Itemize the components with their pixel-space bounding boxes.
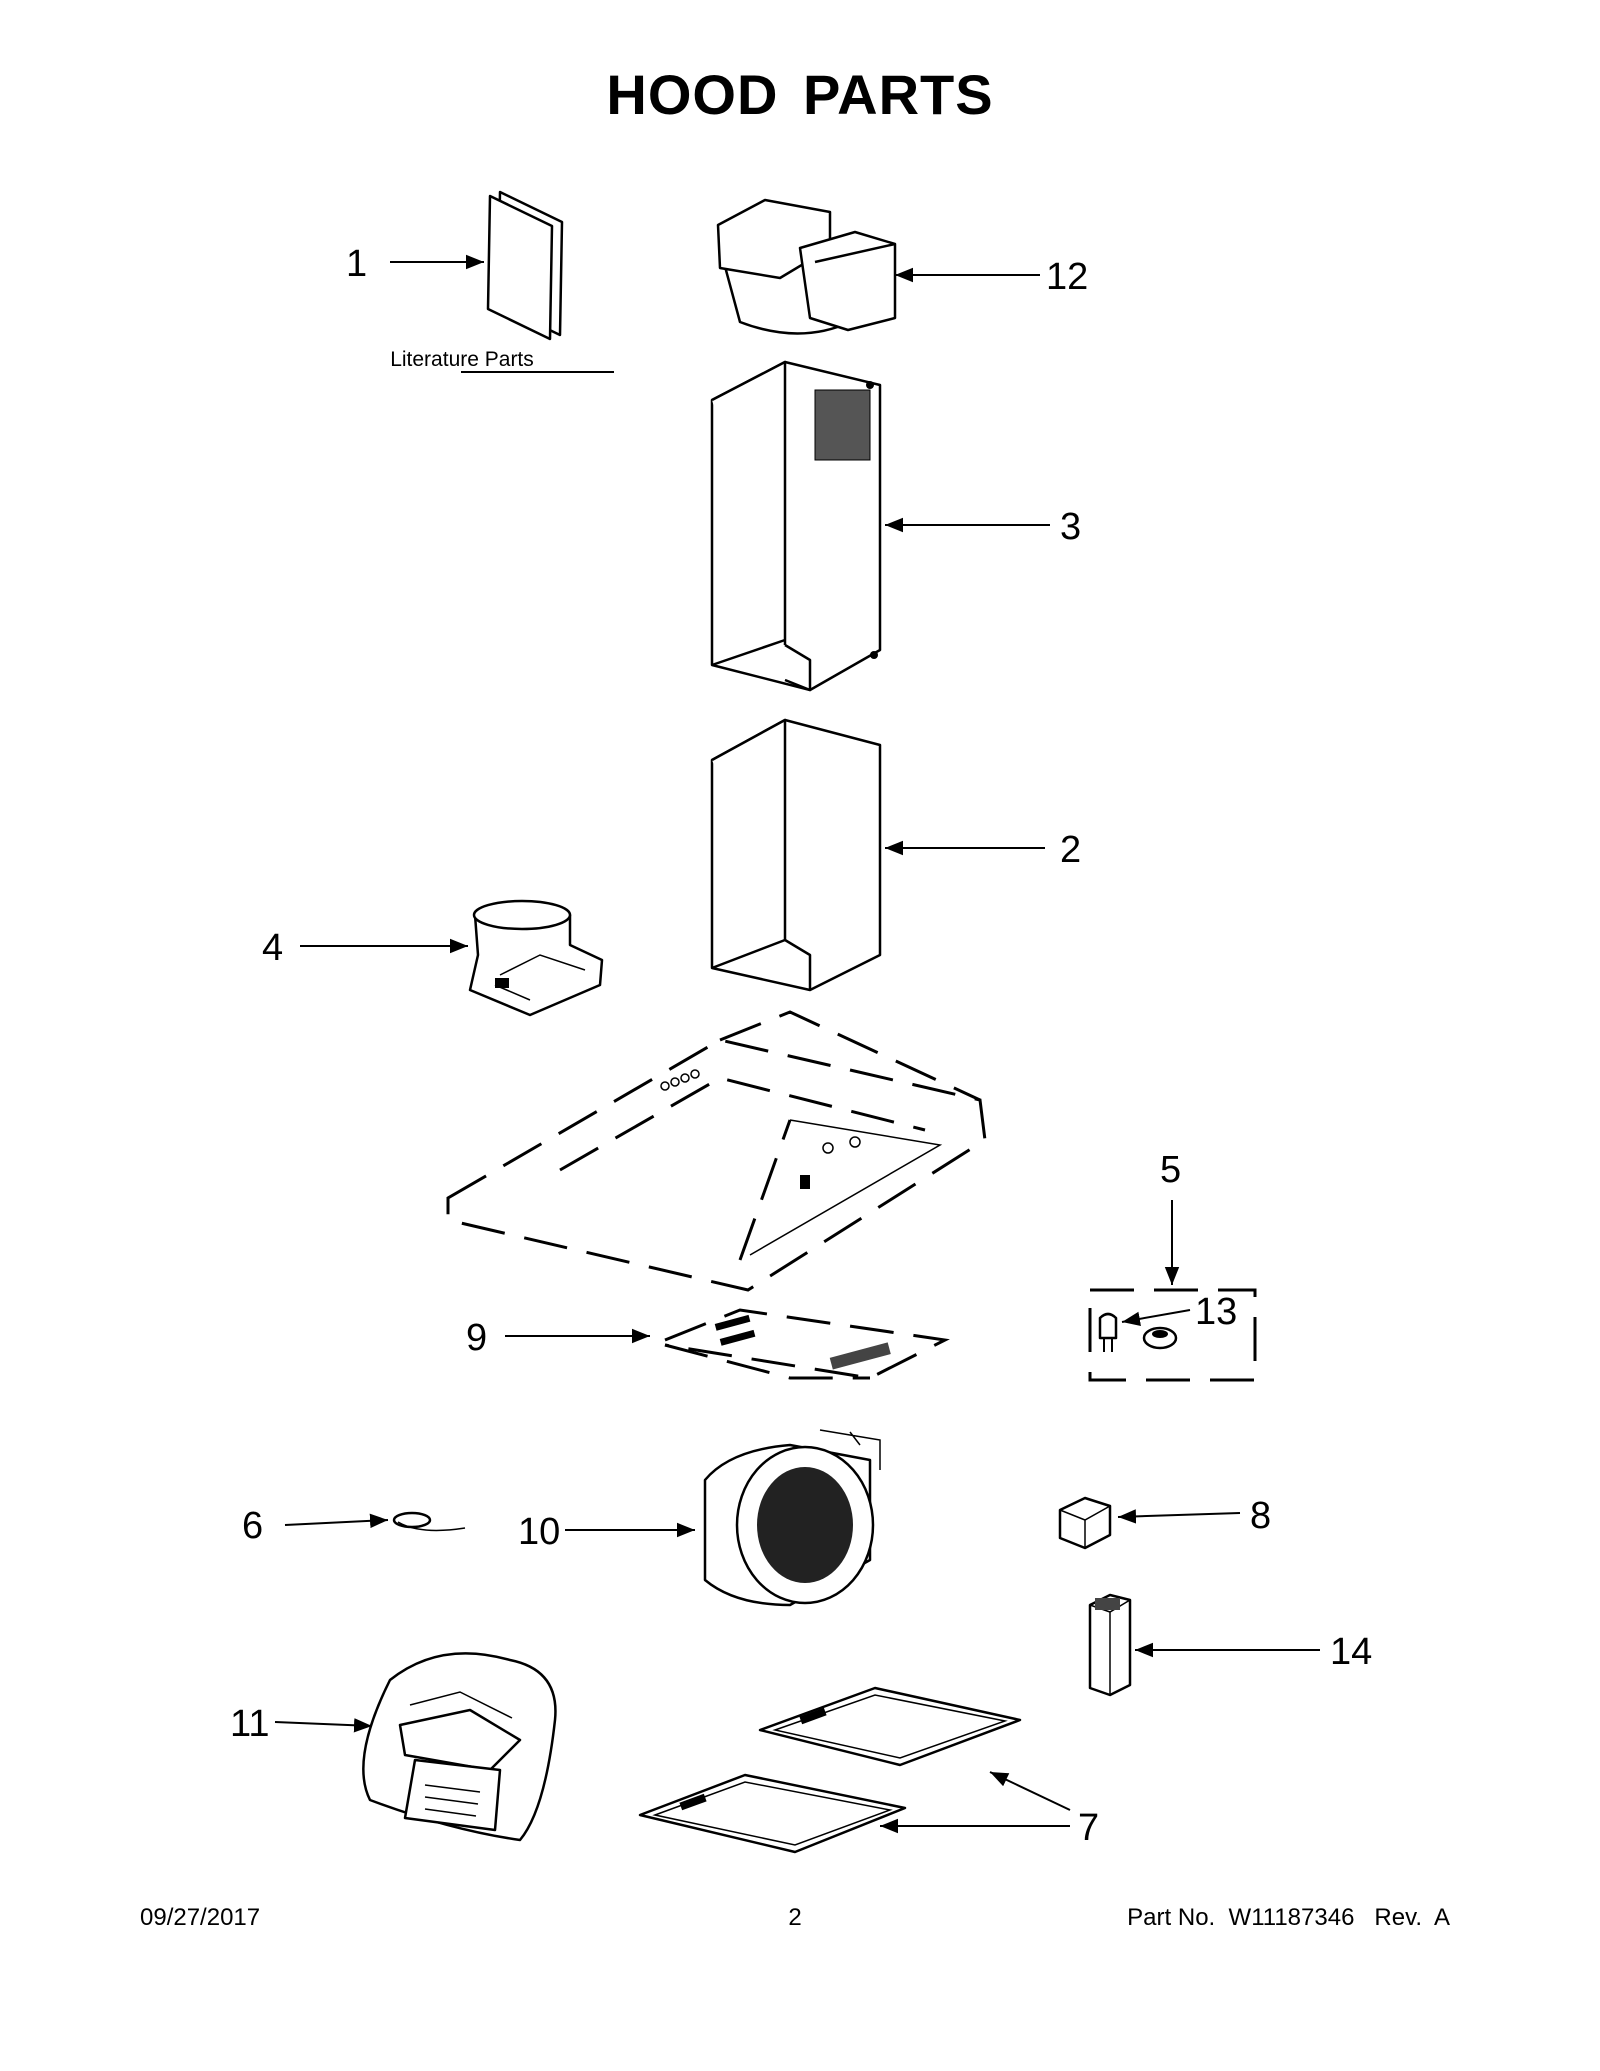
upper-chimney [710,360,1050,692]
callout-7: 7 [1078,1807,1099,1849]
blower-housing [300,899,604,1017]
callout-8: 8 [1250,1495,1271,1537]
lower-chimney [710,718,1045,992]
callout-9: 9 [466,1317,487,1359]
page-title: HOOD PARTS [606,63,994,126]
callout-11: 11 [230,1703,269,1745]
literature-booklet [390,190,564,341]
callout-13: 13 [1195,1291,1237,1333]
callout-14: 14 [1330,1631,1372,1673]
grease-filters [638,1686,1071,1854]
callout-2: 2 [1060,829,1081,871]
capacitor [1058,1496,1241,1550]
callout-5: 5 [1160,1149,1181,1191]
callout-4: 4 [262,927,283,969]
footer-page-number: 2 [788,1904,802,1931]
literature-caption: Literature Parts [390,348,534,371]
callout-10: 10 [518,1511,560,1553]
callout-6: 6 [242,1505,263,1547]
control-panel [505,1308,950,1380]
installation-kit [274,1652,557,1842]
callout-3: 3 [1060,506,1081,548]
footer-part-number: Part No. W11187346 Rev. A [1127,1904,1450,1931]
control-module [1088,1593,1320,1697]
wire-harness [284,1511,466,1532]
lamp-bulb [1098,1309,1191,1352]
lamp-assembly-box [1088,1200,1257,1382]
hood-canopy-outline [446,1010,987,1292]
callout-1: 1 [346,243,367,285]
blower-motor [565,1429,881,1607]
footer-date: 09/27/2017 [140,1904,261,1931]
duct-connector [716,198,1040,335]
callout-12: 12 [1046,256,1088,298]
